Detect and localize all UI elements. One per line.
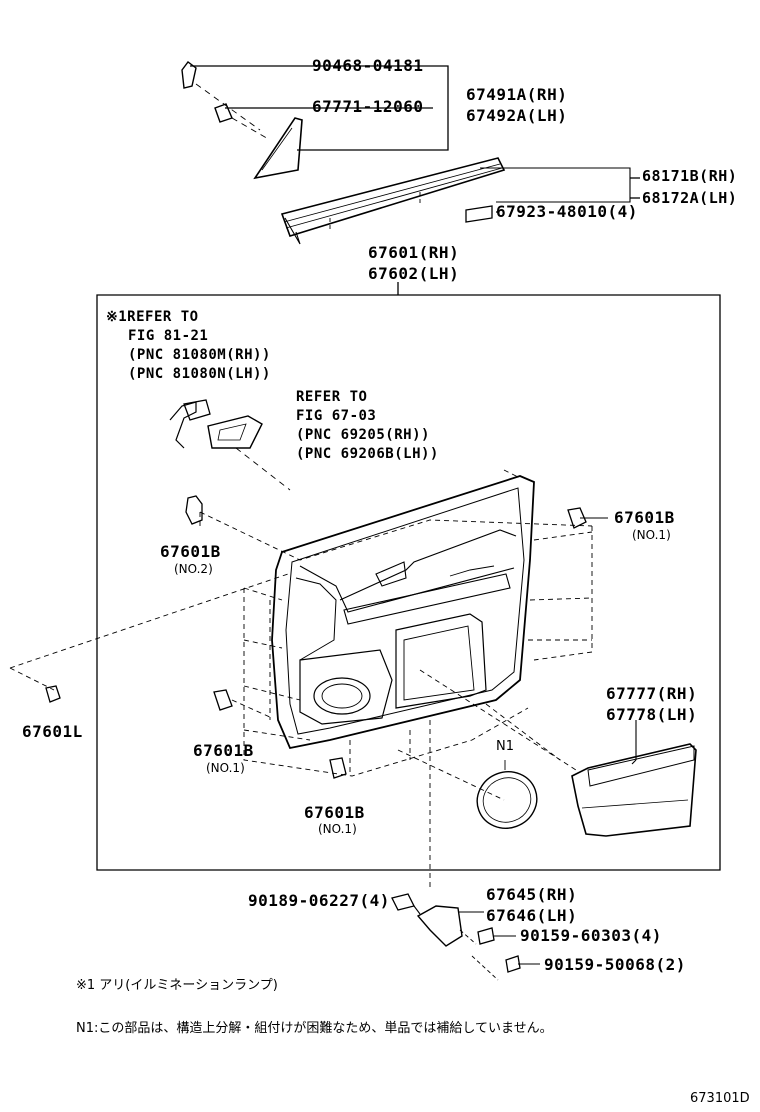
part-label-90189: 90189-06227(4): [248, 891, 390, 910]
part-label-90159-50068: 90159-50068(2): [544, 955, 686, 974]
clip-label-left: 67601L: [22, 722, 83, 741]
ref2-line2: FIG 67-03: [296, 408, 377, 424]
diagram-id: 673101D: [690, 1091, 750, 1106]
clip-sub-top-right: (NO.1): [632, 528, 671, 542]
clip-label-top-right: 67601B: [614, 508, 675, 527]
footnote-n1: N1:この部品は、構造上分解・組付けが困難なため、単品では補給していません。: [76, 1021, 553, 1036]
clip-label-mid-left: 67601B: [193, 741, 254, 760]
part-label-90159-60303: 90159-60303(4): [520, 926, 662, 945]
ref2-line3: (PNC 69205(RH)): [296, 427, 430, 443]
clip-label-bottom: 67601B: [304, 803, 365, 822]
part-label-67491-rh: 67491A(RH): [466, 85, 568, 104]
clip-sub-bottom: (NO.1): [318, 822, 357, 836]
ref1-line2: FIG 81-21: [128, 328, 209, 344]
part-label-67602-lh: 67602(LH): [368, 264, 460, 283]
part-label-90468: 90468-04181: [312, 56, 424, 75]
part-label-67645-rh: 67645(RH): [486, 885, 578, 904]
ref2-line4: (PNC 69206B(LH)): [296, 446, 439, 462]
part-label-67778-lh: 67778(LH): [606, 705, 698, 724]
part-label-67646-lh: 67646(LH): [486, 906, 578, 925]
clip-sub-mid-left: (NO.1): [206, 761, 245, 775]
part-label-67771: 67771-12060: [312, 97, 424, 116]
ref1-line3: (PNC 81080M(RH)): [128, 347, 271, 363]
part-label-67777-rh: 67777(RH): [606, 684, 698, 703]
part-label-67492-lh: 67492A(LH): [466, 106, 568, 125]
part-label-67923: 67923-48010(4): [496, 202, 638, 221]
part-label-n1: N1: [496, 739, 514, 754]
ref1-line1: ※1REFER TO: [106, 309, 199, 325]
ref2-line1: REFER TO: [296, 389, 368, 405]
footnote-illumination: ※1 アリ(イルミネーションランプ): [76, 978, 278, 993]
clip-label-upper-left: 67601B: [160, 542, 221, 561]
part-label-67601-rh: 67601(RH): [368, 243, 460, 262]
clip-sub-upper-left: (NO.2): [174, 562, 213, 576]
part-label-68172-lh: 68172A(LH): [642, 189, 738, 207]
part-label-68171-rh: 68171B(RH): [642, 167, 738, 185]
ref1-line4: (PNC 81080N(LH)): [128, 366, 271, 382]
